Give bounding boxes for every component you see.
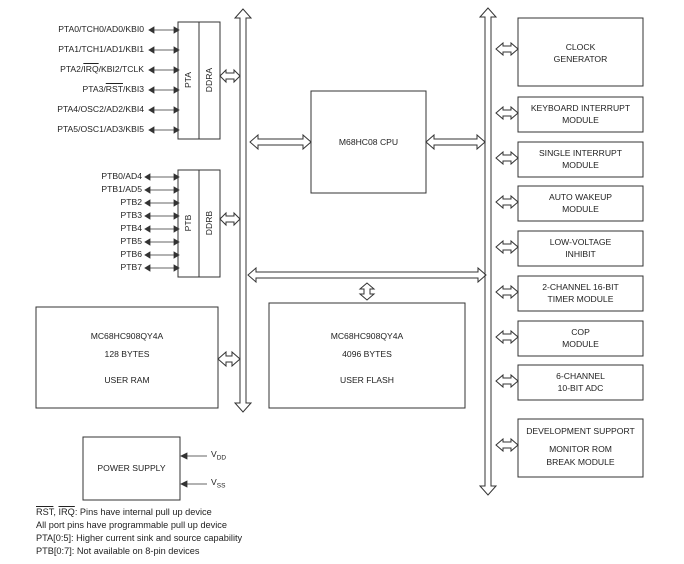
ram-line1: MC68HC908QY4A	[90, 331, 164, 341]
module-2-line1: SINGLE INTERRUPT	[538, 148, 623, 158]
ptb-pin-5-label: PTB5	[120, 236, 143, 246]
module-cop	[517, 320, 644, 357]
ptb-bus-connector	[219, 211, 241, 227]
vdd-label: VDD	[211, 449, 227, 462]
pta-pin-1-label: PTA1/TCH1/AD1/KBI1	[58, 44, 144, 54]
flash-box	[268, 302, 466, 409]
ptb-pin-2-label: PTB2	[120, 197, 143, 207]
module-1-line1: KEYBOARD INTERRUPT	[530, 103, 631, 113]
note-pullup-internal: RST, IRQ: Pins have internal pull up dev…	[36, 507, 212, 517]
pta-bus-connector	[219, 68, 241, 84]
module-development-support	[517, 418, 644, 478]
ptb-pin-7-label: PTB7	[120, 262, 143, 272]
module-adc	[517, 364, 644, 401]
module-4-line2: INHIBIT	[565, 249, 596, 259]
module-8-line1: DEVELOPMENT SUPPORT	[526, 426, 635, 436]
pta-pin-0-label: PTA0/TCH0/AD0/KBI0	[58, 24, 144, 34]
module-6-line1: COP	[571, 327, 590, 337]
module-0-line1: CLOCK	[565, 42, 596, 52]
module-3-line2: MODULE	[562, 204, 599, 214]
ram-bus-connector	[217, 350, 241, 368]
ptb-pin-0-label: PTB0/AD4	[101, 171, 142, 181]
module-3-line1: AUTO WAKEUP	[548, 192, 613, 202]
cpu-label: M68HC08 CPU	[338, 137, 399, 147]
power-supply-label: POWER SUPPLY	[97, 463, 166, 473]
flash-line3: USER FLASH	[340, 375, 394, 385]
pta-pin-4-label: PTA4/OSC2/AD2/KBI4	[57, 104, 144, 114]
ptb-pin-6-label: PTB6	[120, 249, 143, 259]
module-7-line2: 10-BIT ADC	[557, 383, 604, 393]
ddra-label: DDRA	[204, 67, 214, 93]
note-pta-current: PTA[0:5]: Higher current sink and source…	[36, 533, 243, 543]
ddrb-label: DDRB	[204, 210, 214, 236]
ptb-port-label: PTB	[183, 214, 193, 232]
module-1-line2: MODULE	[562, 115, 599, 125]
module-auto-wakeup	[517, 185, 644, 222]
note-pullup-programmable: All port pins have programmable pull up …	[36, 520, 227, 530]
vss-label: VSS	[211, 477, 226, 490]
ram-line2: 128 BYTES	[104, 349, 150, 359]
module-8-line2: MONITOR ROM	[549, 444, 612, 454]
pta-pin-5-label: PTA5/OSC1/AD3/KBI5	[57, 124, 144, 134]
module-4-line1: LOW-VOLTAGE	[549, 237, 612, 247]
module-single-interrupt	[517, 141, 644, 178]
module-6-line2: MODULE	[562, 339, 599, 349]
flash-line1: MC68HC908QY4A	[330, 331, 404, 341]
ram-box	[35, 306, 219, 409]
cpu-left-connector	[249, 133, 312, 151]
flash-line2: 4096 BYTES	[342, 349, 392, 359]
ptb-pin-3-label: PTB3	[120, 210, 143, 220]
left-vertical-bus	[233, 8, 253, 413]
module-timer	[517, 275, 644, 312]
flash-bus-connector	[358, 282, 376, 301]
power-supply-box	[82, 436, 181, 501]
module-5-line1: 2-CHANNEL 16-BIT	[542, 282, 619, 292]
module-2-line2: MODULE	[562, 160, 599, 170]
horizontal-bus	[247, 266, 487, 284]
note-ptb-availability: PTB[0:7]: Not available on 8-pin devices	[36, 546, 200, 556]
module-low-voltage-inhibit	[517, 230, 644, 267]
ram-line3: USER RAM	[104, 375, 150, 385]
module-keyboard-interrupt	[517, 96, 644, 133]
pta-pin-3-label: PTA3/RST/KBI3	[82, 84, 144, 94]
module-clock-generator	[517, 17, 644, 87]
right-vertical-bus	[478, 7, 498, 496]
module-7-line1: 6-CHANNEL	[556, 371, 605, 381]
module-0-line2: GENERATOR	[553, 54, 608, 64]
module-8-line3: BREAK MODULE	[546, 457, 615, 467]
pta-pin-2-label: PTA2/IRQ/KBI2/TCLK	[60, 64, 144, 74]
cpu-right-connector	[425, 133, 486, 151]
pta-port-label: PTA	[183, 71, 193, 89]
ptb-pin-4-label: PTB4	[120, 223, 143, 233]
module-5-line2: TIMER MODULE	[547, 294, 614, 304]
ptb-pin-1-label: PTB1/AD5	[101, 184, 142, 194]
